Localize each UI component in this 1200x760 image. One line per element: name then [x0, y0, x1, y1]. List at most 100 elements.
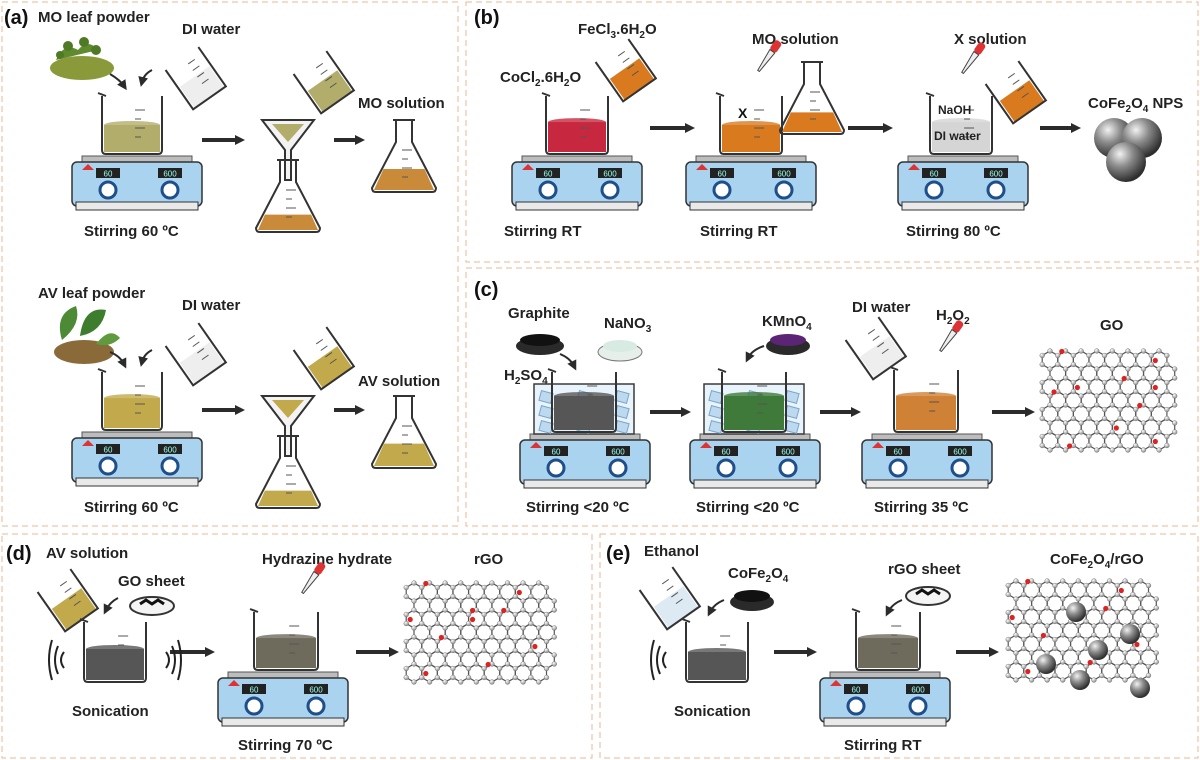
x-label: X [738, 105, 748, 121]
nano3-label: NaNO3 [604, 315, 652, 335]
mo-solution-label: MO solution [358, 95, 445, 112]
display-left: 60 [104, 446, 113, 455]
x-dropper-icon [961, 42, 986, 75]
go-label: GO [1100, 317, 1124, 334]
rgo-sheet-label: rGO sheet [888, 561, 961, 578]
kmno4-dish-icon [766, 334, 810, 355]
av-leaf-powder-label: AV leaf powder [38, 285, 145, 302]
display-left: 60 [722, 448, 731, 457]
stirring-label-c1: Stirring <20 ºC [526, 499, 630, 516]
display-right: 600 [611, 448, 625, 457]
av-solution-label-d: AV solution [46, 545, 128, 562]
fecl3-label: FeCl3.6H2O [578, 21, 657, 41]
panel-label-c: (c) [474, 279, 498, 301]
naoh-label: NaOH [938, 103, 971, 117]
cocl2-label: CoCl2.6H2O [500, 69, 581, 89]
kmno4-label: KMnO4 [762, 313, 812, 333]
sonication-beaker-icon [79, 618, 147, 683]
display-right: 600 [163, 446, 177, 455]
rgo-label: rGO [474, 551, 504, 568]
di-water-beaker-icon [164, 46, 228, 111]
panel-d: AV solution GO sheet Hydrazine hydrate r… [46, 545, 504, 754]
arrow-icon [885, 599, 903, 617]
x-solution-label: X solution [954, 31, 1027, 48]
cocl2-beaker-icon [541, 92, 609, 155]
mo-solution-label-b: MO solution [752, 31, 839, 48]
mo-filtration-icon [259, 119, 317, 181]
di-water-beaker-icon [164, 322, 228, 387]
arrow-icon [745, 345, 765, 363]
av-pour-beaker-icon [292, 326, 356, 391]
display-right: 600 [163, 170, 177, 179]
mixed-solution-beaker-icon [715, 92, 783, 155]
mo-solution-flask-icon [370, 119, 438, 193]
di-water-label-a2: DI water [182, 297, 241, 314]
rgo-beaker-icon [851, 608, 921, 671]
sonication-waves-e-icon [650, 639, 667, 681]
stirring-label-b3: Stirring 80 ºC [906, 223, 1001, 240]
graphite-dish-icon [516, 334, 564, 355]
arrow-icon [138, 349, 153, 367]
nano3-dish-icon [597, 340, 643, 362]
rgo-sheet-dish-icon [905, 586, 951, 606]
display-right: 600 [781, 448, 795, 457]
panel-label-b: (b) [474, 7, 500, 29]
hotplate-stirrer-icon: 60 600 [685, 155, 817, 211]
ethanol-label: Ethanol [644, 543, 699, 560]
kmno4-beaker-icon [717, 368, 787, 433]
hotplate-stirrer-icon: 60 600 [71, 155, 203, 211]
filtrate-flask-icon [254, 435, 322, 509]
stirring-label-a1: Stirring 60 ºC [84, 223, 179, 240]
panel-label-d: (d) [6, 543, 32, 565]
stirring-label-b2: Stirring RT [700, 223, 778, 240]
av-leaf-powder-icon [54, 306, 120, 364]
panel-b: FeCl3.6H2O CoCl2.6H2O MO solution X solu… [500, 21, 1183, 240]
x-solution-beaker-icon [984, 60, 1048, 125]
arrow-icon [559, 353, 577, 371]
go-lattice-icon [1039, 348, 1178, 453]
graphite-label: Graphite [508, 305, 570, 322]
panel-label-a: (a) [4, 7, 28, 29]
cofe2o4-label-e: CoFe2O4 [728, 565, 789, 585]
av-beaker-icon [97, 368, 163, 431]
panel-a: MO leaf powder DI water MO solution Stir… [38, 9, 445, 516]
apparatus-layer: 60 600 60 600 60 600 60 600 X 60 600 NaOH DI water 60… [36, 38, 1178, 727]
hotplate-stirrer-icon: 60 600 [689, 433, 821, 489]
mo-dropper-icon [757, 40, 782, 73]
display-left: 60 [250, 686, 259, 695]
arrow-icon [109, 73, 127, 91]
display-right: 600 [777, 170, 791, 179]
display-right: 600 [309, 686, 323, 695]
av-filtration-icon [259, 395, 317, 457]
hydrazine-label: Hydrazine hydrate [262, 551, 392, 568]
display-left: 60 [544, 170, 553, 179]
naoh-beaker-icon [925, 92, 993, 155]
av-solution-label: AV solution [358, 373, 440, 390]
stirring-label-d: Stirring 70 ºC [238, 737, 333, 754]
display-right: 600 [953, 448, 967, 457]
display-left: 60 [552, 448, 561, 457]
hotplate-stirrer-icon: 60 600 [519, 433, 651, 489]
rgo-lattice-icon [403, 580, 557, 685]
di-water-label-c: DI water [852, 299, 911, 316]
stirring-label-a2: Stirring 60 ºC [84, 499, 179, 516]
display-left: 60 [718, 170, 727, 179]
mo-beaker-icon [97, 92, 163, 155]
sonication-label-e: Sonication [674, 703, 751, 720]
mo-leaf-powder-label: MO leaf powder [38, 9, 150, 26]
mo-flask-icon [778, 61, 846, 135]
mo-leaf-powder-icon [50, 37, 114, 80]
cofe2o4-dish-icon [730, 590, 774, 611]
display-left: 60 [852, 686, 861, 695]
panel-e: Ethanol CoFe2O4 rGO sheet CoFe2O4/rGO So… [644, 543, 1144, 754]
h2so4-beaker-icon [547, 368, 617, 433]
display-left: 60 [104, 170, 113, 179]
stirring-label-c2: Stirring <20 ºC [696, 499, 800, 516]
panel-label-e: (e) [606, 543, 630, 565]
display-left: 60 [930, 170, 939, 179]
stirring-label-c3: Stirring 35 ºC [874, 499, 969, 516]
